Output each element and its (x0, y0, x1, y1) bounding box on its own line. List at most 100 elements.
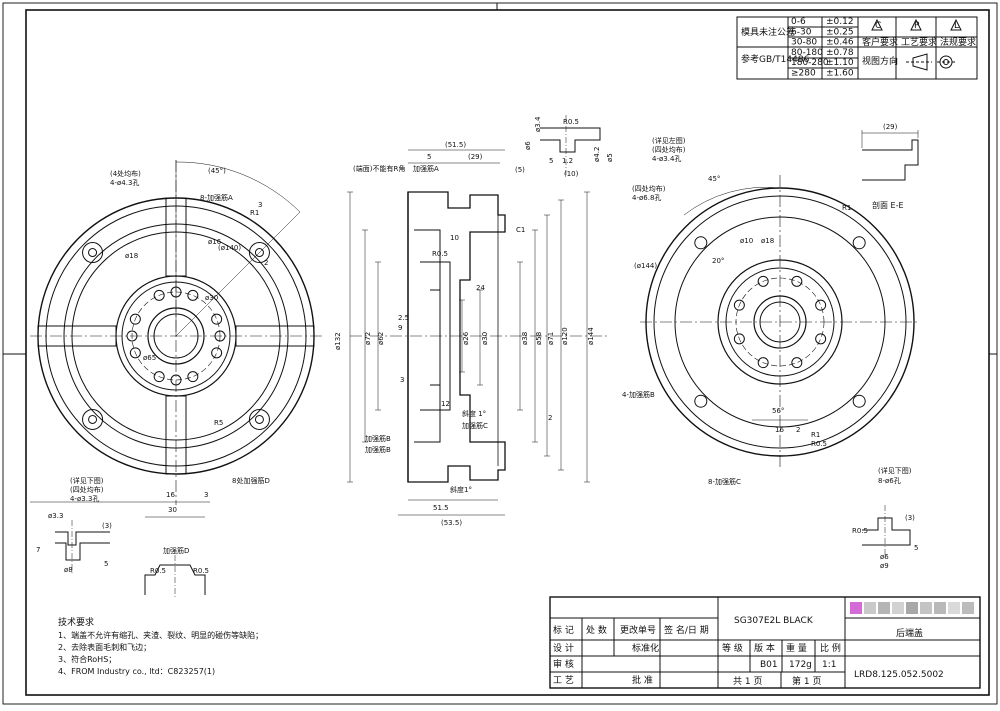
detail-dim-3p: (3) (102, 522, 112, 530)
detail-top-middle (540, 115, 601, 175)
dim-30: 30 (168, 506, 177, 514)
hole (214, 330, 226, 342)
tb-sheet-no: 第 1 页 (792, 675, 821, 687)
sec-dim-515: (51.5) (445, 141, 466, 149)
rear-view-labels: (详见左图) (四处均布) 4-ø3.4孔 (四处均布) 4-ø6.8孔 45°… (622, 136, 912, 486)
mount-lug (82, 242, 104, 264)
detail-dim-7: 7 (36, 546, 40, 554)
tech-requirements: 技术要求 1、端盖不允许有缩孔、夹渣、裂纹、明显的碰伤等缺陷； 2、去除表面毛刺… (58, 616, 263, 676)
req-law: 法规要求 (940, 36, 976, 48)
section-ee-labels: (29) 剖面 E-E R1 (842, 123, 904, 212)
tol-range: 6-30 (791, 27, 812, 37)
rv-dim-r05: R0.5 (811, 440, 827, 448)
rv-note-4-68: 4-ø6.8孔 (632, 194, 661, 202)
title-block (549, 596, 981, 689)
note-4x: (4处均布) (110, 169, 141, 178)
dbr-dim-5: 5 (914, 544, 918, 552)
tb-weight-value: 172g (789, 660, 812, 670)
tech-req-2: 2、去除表面毛刺和飞边； (58, 642, 151, 652)
hole (733, 333, 745, 345)
hole (129, 347, 141, 359)
rib-d-r05: R0.5 (150, 567, 166, 575)
title-block-text: 标 记 处 数 更改单号 签 名/日 期 设 计 标准化 审 核 工 艺 批 准… (553, 602, 974, 687)
note-4-d43: 4-ø4.3孔 (110, 179, 139, 187)
tb-part-name: 后端盖 (896, 627, 923, 639)
detail-d34: ø3.4 (534, 116, 542, 132)
detail-dim-5: 5 (104, 560, 108, 568)
ee-label: 剖面 E-E (872, 200, 904, 210)
rib-d-r05b: R0.5 (193, 567, 209, 575)
mount-hole (254, 248, 264, 258)
rv-angle-20: 20° (712, 257, 724, 265)
tol-range: 30-80 (791, 38, 817, 48)
tech-req-1: 1、端盖不允许有缩孔、夹渣、裂纹、明显的碰伤等缺陷； (58, 630, 263, 640)
sec-rib-b2: 加强筋B (365, 445, 391, 454)
rv-note-8-6: 8-ø6孔 (878, 477, 901, 485)
sec-d30: ø30 (481, 332, 489, 345)
sec-dim-5p: (5) (515, 166, 525, 174)
mount-lug (82, 408, 104, 430)
tol-value: ±0.46 (826, 38, 854, 48)
customer-req-icon: C (871, 18, 883, 31)
dbr-d9: ø9 (880, 562, 889, 570)
law-req-icon: L (950, 18, 962, 31)
sec-rib-c: 加强筋C (462, 421, 488, 430)
rv-dim-16: 16 (775, 426, 784, 434)
dbr-dim-3: (3) (905, 514, 915, 522)
rv-d18: ø18 (761, 237, 774, 245)
dim-2: 2 (264, 259, 268, 267)
rib-d: 8处加强筋D (232, 476, 270, 485)
hole (757, 275, 769, 287)
tol-label-2: 参考GB/T14486 (741, 53, 810, 65)
tb-change-doc: 更改单号 (620, 624, 656, 636)
ee-dim-29: (29) (883, 123, 898, 131)
sec-bottom-515: 51.5 (433, 504, 449, 512)
dim-d16: ø16 (208, 238, 222, 246)
note-4-d33: 4-ø3.3孔 (70, 495, 99, 503)
rv-d144: (ø144) (634, 262, 657, 270)
tb-version-value: B01 (760, 660, 778, 670)
detail-d42: ø4.2 (593, 147, 601, 162)
sec-c1: C1 (516, 226, 525, 234)
sec-r05: R0.5 (432, 250, 448, 258)
tolerance-table: 模具未注公差 参考GB/T14486 0-6±0.126-30±0.2530-8… (736, 16, 978, 80)
detail-small-left (55, 520, 110, 575)
hole (153, 371, 165, 383)
tol-range: 0-6 (791, 17, 806, 27)
sec-rib-a: 加强筋A (413, 164, 439, 173)
sec-dim-25: 2.5 (398, 314, 409, 322)
rv-angle-56: 56° (772, 407, 784, 415)
mount-hole (254, 414, 264, 424)
dim-d65: ø65 (143, 354, 156, 362)
sec-dim-2: 2 (548, 414, 552, 422)
hole (791, 275, 803, 287)
tb-sign-date: 签 名/日 期 (664, 624, 709, 636)
tech-req-title: 技术要求 (58, 616, 94, 628)
dim-3b: 3 (258, 201, 262, 209)
tb-check: 审 核 (553, 658, 574, 670)
tb-version: 版 本 (754, 642, 775, 654)
tech-req-4: 4、FROM Industry co., ltd：C823257(1) (58, 667, 215, 676)
detail-d6: ø6 (524, 141, 532, 150)
detail-d5: ø5 (606, 153, 614, 162)
note-see-below: (详见下图) (70, 476, 104, 485)
detail-dim-10: (10) (564, 170, 579, 178)
dim-3: 3 (204, 491, 208, 499)
dbr-d6: ø6 (880, 553, 889, 561)
tol-range: ≥280 (791, 69, 816, 79)
rv-four-x: (四处均布) (652, 145, 686, 154)
sec-dim-24: 24 (476, 284, 485, 292)
tb-mark: 标 记 (553, 624, 574, 636)
req-customer: 客户要求 (862, 36, 898, 48)
tol-range: 180-280 (791, 58, 829, 68)
tol-value: ±0.25 (826, 27, 854, 37)
section-view-labels: (51.5) 5 (29) (5) (端面)不能有R角 加强筋A 10 24 2… (334, 141, 595, 527)
sec-dim-29: (29) (468, 153, 483, 161)
projection-symbol-icon (906, 53, 956, 71)
hole (187, 289, 199, 301)
sec-dim-5: 5 (427, 153, 431, 161)
rv-rib-8c: 8-加强筋C (708, 477, 741, 486)
detail-dim-12: 1.2 (562, 157, 573, 165)
tol-range: 80-180 (791, 48, 823, 58)
